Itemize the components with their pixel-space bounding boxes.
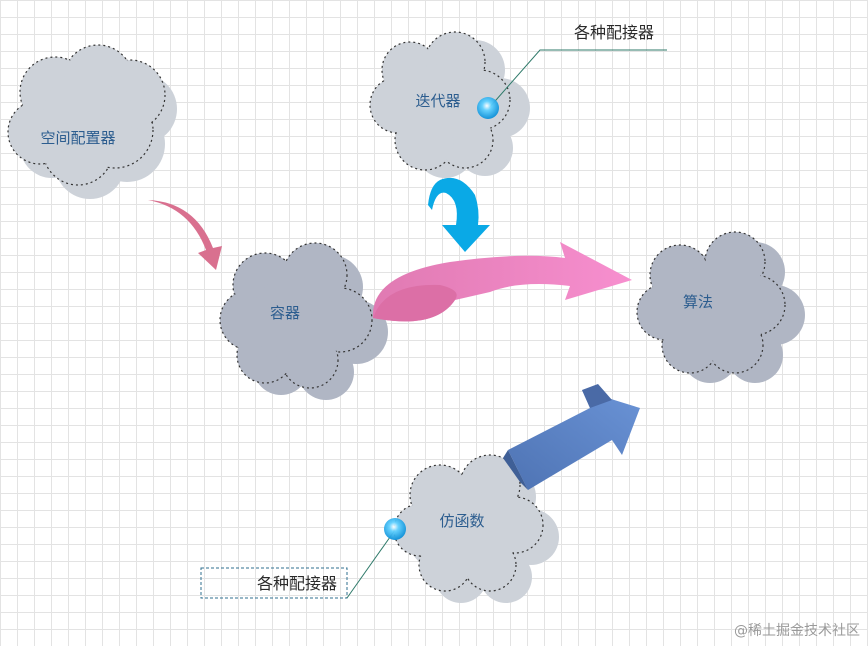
cloud-container	[219, 242, 388, 400]
node-label-iterator: 迭代器	[415, 92, 460, 110]
callout-top	[477, 49, 667, 119]
callout-label-bottom: 各种配接器	[257, 574, 337, 593]
arrow-allocator-to-container	[148, 200, 222, 270]
watermark: @稀土掘金技术社区	[734, 623, 860, 639]
callout-bottom	[200, 518, 406, 599]
connector-dot-bottom	[384, 518, 406, 540]
arrow-functor-to-algorithm	[503, 384, 640, 490]
callout-label-top: 各种配接器	[574, 23, 654, 42]
cloud-allocator	[7, 44, 177, 199]
arrow-iterator-down	[428, 177, 490, 252]
connector-dot-top	[477, 97, 499, 119]
cloud-algorithm	[636, 231, 805, 383]
cloud-functor	[393, 454, 559, 603]
node-label-allocator: 空间配置器	[40, 129, 115, 147]
node-label-functor: 仿函数	[439, 512, 484, 530]
arrow-container-to-algorithm	[372, 242, 632, 322]
cloud-iterator	[369, 31, 530, 178]
node-label-container: 容器	[270, 304, 300, 322]
node-label-algorithm: 算法	[683, 293, 713, 311]
